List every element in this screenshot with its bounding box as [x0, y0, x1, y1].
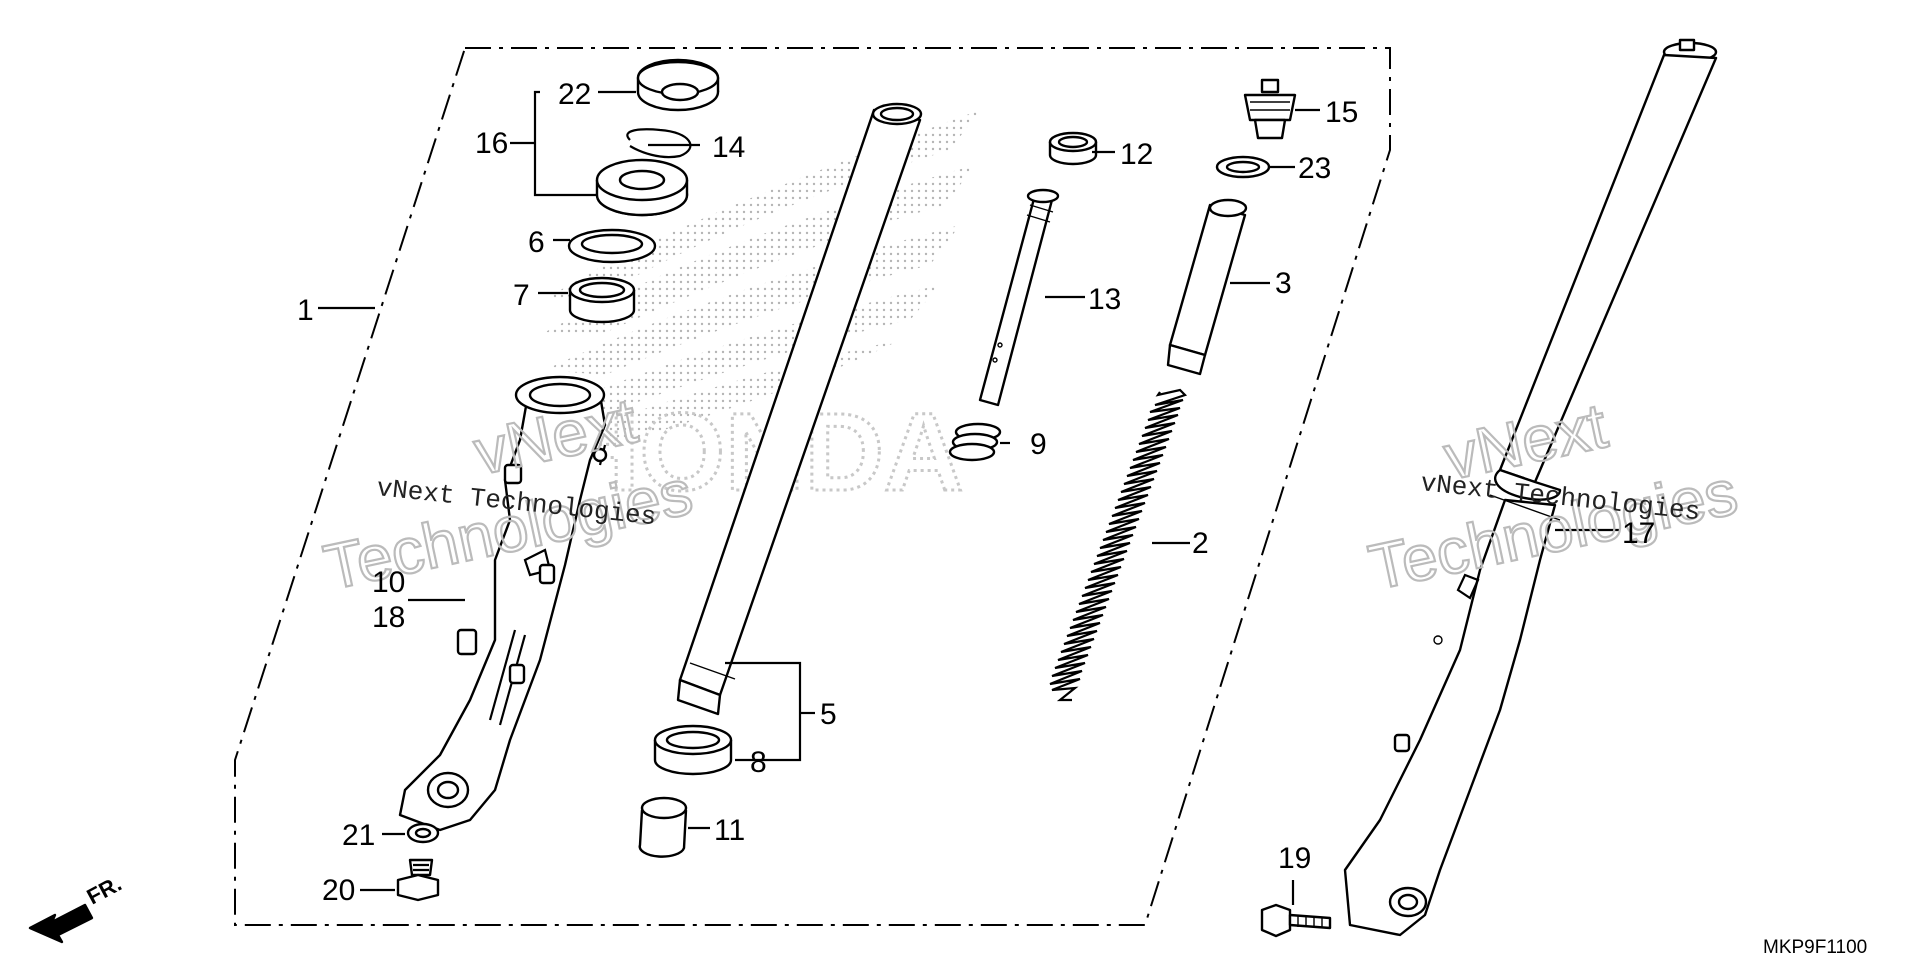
leader-lines [318, 90, 1620, 905]
callout-2: 2 [1192, 527, 1209, 560]
part-flange-bolt [1260, 903, 1332, 938]
part-socket-bolt [396, 858, 440, 902]
front-direction-indicator: FR. [28, 871, 126, 944]
assembly-boundary [234, 47, 1391, 926]
callout-11: 11 [714, 814, 745, 847]
part-slider-bushing [653, 724, 733, 776]
part-spacer [1166, 198, 1248, 376]
part-o-ring [1215, 155, 1271, 179]
callout-16: 16 [475, 127, 508, 160]
part-oil-lock-piece [638, 796, 688, 858]
callout-10: 10 [372, 566, 405, 599]
part-guide-bushing [568, 276, 636, 324]
callout-15: 15 [1325, 96, 1358, 129]
callout-labels: 1 2 3 5 6 7 8 9 10 11 12 13 14 15 16 17 … [297, 78, 1655, 907]
front-arrow-icon [28, 903, 94, 944]
part-fork-bolt [1243, 78, 1297, 140]
part-fork-assembly [1343, 38, 1718, 937]
callout-19: 19 [1278, 842, 1311, 875]
part-sealing-washer [406, 822, 440, 844]
part-piston-ring [1048, 131, 1098, 166]
callout-18: 18 [372, 601, 405, 634]
callout-1: 1 [297, 294, 314, 327]
watermark-right-outline-2: Technologies [1363, 456, 1743, 604]
callout-23: 23 [1298, 152, 1331, 185]
callout-20: 20 [322, 874, 355, 907]
callout-6: 6 [528, 226, 545, 259]
part-fork-pipe [676, 102, 923, 716]
callout-12: 12 [1120, 138, 1153, 171]
callout-17: 17 [1622, 517, 1655, 550]
callout-14: 14 [712, 131, 745, 164]
part-oil-seal [595, 158, 689, 217]
callout-21: 21 [342, 819, 375, 852]
front-direction-label: FR. [83, 871, 126, 910]
part-fork-slider [398, 375, 608, 832]
part-fork-spring [1049, 388, 1188, 702]
callout-3: 3 [1275, 267, 1292, 300]
drawing-code: MKP9F1100 [1763, 937, 1867, 958]
part-stopper-ring [626, 128, 692, 159]
part-fork-piston [978, 188, 1060, 407]
part-dust-seal [636, 58, 720, 112]
watermark-right: vNext Technologies vNext Technologies [1362, 388, 1745, 605]
callout-8: 8 [750, 746, 767, 779]
callout-22: 22 [558, 78, 591, 111]
callout-5: 5 [820, 698, 837, 731]
part-backup-ring [567, 228, 657, 264]
callout-9: 9 [1030, 428, 1047, 461]
part-rebound-spring [948, 422, 1002, 462]
callout-13: 13 [1088, 283, 1121, 316]
callout-7: 7 [513, 279, 530, 312]
